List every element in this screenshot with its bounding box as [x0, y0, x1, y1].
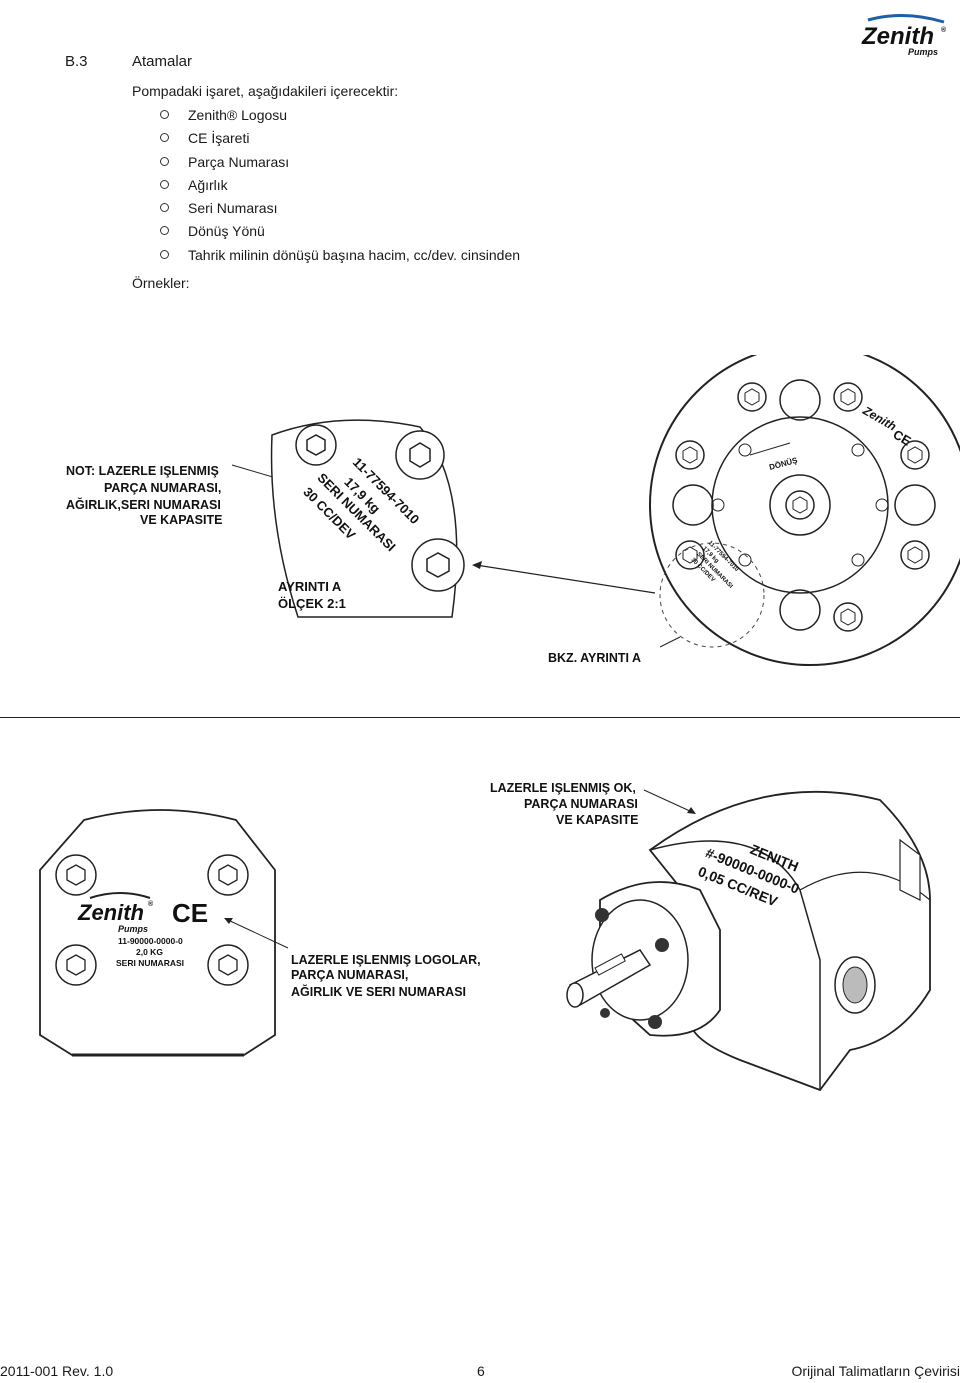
detail-circle — [659, 542, 765, 648]
front-plate: Zenith ® Pumps CE 11-90000-0000-0 2,0 KG… — [39, 809, 276, 1057]
leader-line — [227, 919, 289, 949]
arrowhead-icon — [224, 918, 233, 924]
svg-text:AYRINTI A: AYRINTI A — [278, 579, 342, 594]
plate-logo-sub: Pumps — [118, 924, 148, 934]
socket-bolt-icon — [55, 944, 97, 986]
socket-bolt-icon — [900, 540, 930, 570]
svg-text:PARÇA NUMARASI: PARÇA NUMARASI — [524, 797, 638, 811]
svg-text:AĞIRLIK,SERI NUMARASI: AĞIRLIK,SERI NUMARASI — [66, 497, 221, 512]
plate-serial: SERI NUMARASI — [116, 958, 184, 968]
svg-text:VE KAPASITE: VE KAPASITE — [140, 513, 222, 527]
laser-arrow-callout: LAZERLE IŞLENMIŞ OK, PARÇA NUMARASI VE K… — [490, 781, 638, 827]
zenith-logo: Zenith ® Pumps — [861, 13, 947, 57]
svg-text:AĞIRLIK VE SERI NUMARASI: AĞIRLIK VE SERI NUMARASI — [291, 984, 466, 999]
pump-isometric-view: ZENITH #-90000-0000-0 0,05 CC/REV — [566, 790, 931, 1092]
list-item: Tahrik milinin dönüşü başına hacim, cc/d… — [160, 246, 520, 269]
section-number: B.3 — [65, 53, 88, 70]
examples-label: Örnekler: — [132, 275, 190, 291]
bullet-icon — [160, 110, 169, 119]
svg-text:LAZERLE IŞLENMIŞ LOGOLAR,: LAZERLE IŞLENMIŞ LOGOLAR, — [291, 953, 481, 967]
svg-text:VE KAPASITE: VE KAPASITE — [556, 813, 638, 827]
svg-text:PARÇA NUMARASI,: PARÇA NUMARASI, — [104, 481, 221, 495]
socket-bolt-icon — [737, 382, 767, 412]
page-number: 6 — [477, 1363, 485, 1379]
leader-line — [475, 564, 656, 594]
socket-bolt-icon — [411, 538, 465, 592]
socket-bolt-icon — [55, 854, 97, 896]
plate-logo-registered: ® — [148, 900, 154, 908]
detail-a-drawing: NOT: LAZERLE IŞLENMIŞ PARÇA NUMARASI, AĞ… — [66, 355, 960, 666]
footer-revision: 2011-001 Rev. 1.0 — [0, 1363, 114, 1379]
socket-bolt-icon — [833, 382, 863, 412]
svg-text:ÖLÇEK 2:1: ÖLÇEK 2:1 — [278, 596, 346, 611]
laser-note: NOT: LAZERLE IŞLENMIŞ PARÇA NUMARASI, AĞ… — [66, 464, 222, 527]
socket-bolt-icon — [833, 602, 863, 632]
detail-title: AYRINTI A ÖLÇEK 2:1 — [278, 579, 346, 611]
socket-bolt-icon — [295, 424, 337, 466]
socket-bolt-icon — [675, 540, 705, 570]
svg-text:PARÇA NUMARASI,: PARÇA NUMARASI, — [291, 968, 408, 982]
plate-weight: 2,0 KG — [136, 947, 163, 957]
list-item: Parça Numarası — [160, 153, 520, 176]
list-item: Seri Numarası — [160, 199, 520, 222]
bullet-icon — [160, 156, 169, 166]
plate-logo-brand: Zenith — [77, 900, 144, 925]
leader-line — [659, 636, 681, 648]
arrowhead-icon — [472, 561, 482, 569]
socket-bolt-icon — [675, 440, 705, 470]
svg-text:NOT: LAZERLE IŞLENMIŞ: NOT: LAZERLE IŞLENMIŞ — [66, 464, 219, 478]
section-title: Atamalar — [132, 53, 193, 70]
bullet-icon — [160, 179, 169, 189]
list-item: CE İşareti — [160, 129, 520, 152]
footer-doc-title: Orijinal Talimatların Çevirisi — [791, 1363, 960, 1379]
plate-part-number: 11-90000-0000-0 — [118, 936, 183, 946]
socket-bolt-icon — [207, 944, 249, 986]
socket-bolt-icon — [207, 854, 249, 896]
laser-logos-callout: LAZERLE IŞLENMIŞ LOGOLAR, PARÇA NUMARASI… — [291, 953, 481, 999]
plate-ce-mark: CE — [172, 898, 208, 928]
bullet-icon — [160, 203, 169, 213]
list-item: Ağırlık — [160, 176, 520, 199]
leader-line — [643, 789, 693, 813]
bullet-icon — [160, 249, 169, 259]
arrowhead-icon — [687, 807, 696, 814]
section-divider — [0, 717, 960, 718]
see-detail-label: BKZ. AYRINTI A — [548, 651, 641, 665]
svg-text:LAZERLE IŞLENMIŞ OK,: LAZERLE IŞLENMIŞ OK, — [490, 781, 636, 795]
socket-bolt-icon — [395, 430, 445, 480]
bullet-icon — [160, 133, 169, 143]
list-item: Dönüş Yönü — [160, 222, 520, 245]
rotation-arrow-icon — [749, 442, 791, 456]
list-item: Zenith® Logosu — [160, 106, 520, 129]
logo-sub: Pumps — [908, 47, 938, 57]
detail-a-segment: 11-77594-7010 17,9 kg SERI NUMARASI 30 C… — [270, 419, 465, 618]
logo-brand: Zenith — [861, 23, 934, 50]
pump-top-view: DÖNÜŞ Zenith CE 11-77594-7010 17,9 kg SE… — [649, 355, 960, 666]
marking-list: Zenith® Logosu CE İşareti Parça Numarası… — [160, 106, 520, 269]
socket-bolt-icon — [900, 440, 930, 470]
pump-marking-drawing: Zenith ® Pumps CE 11-90000-0000-0 2,0 KG… — [39, 781, 931, 1092]
logo-registered: ® — [941, 26, 947, 34]
bullet-icon — [160, 226, 169, 236]
intro-text: Pompadaki işaret, aşağıdakileri içerecek… — [132, 83, 399, 99]
